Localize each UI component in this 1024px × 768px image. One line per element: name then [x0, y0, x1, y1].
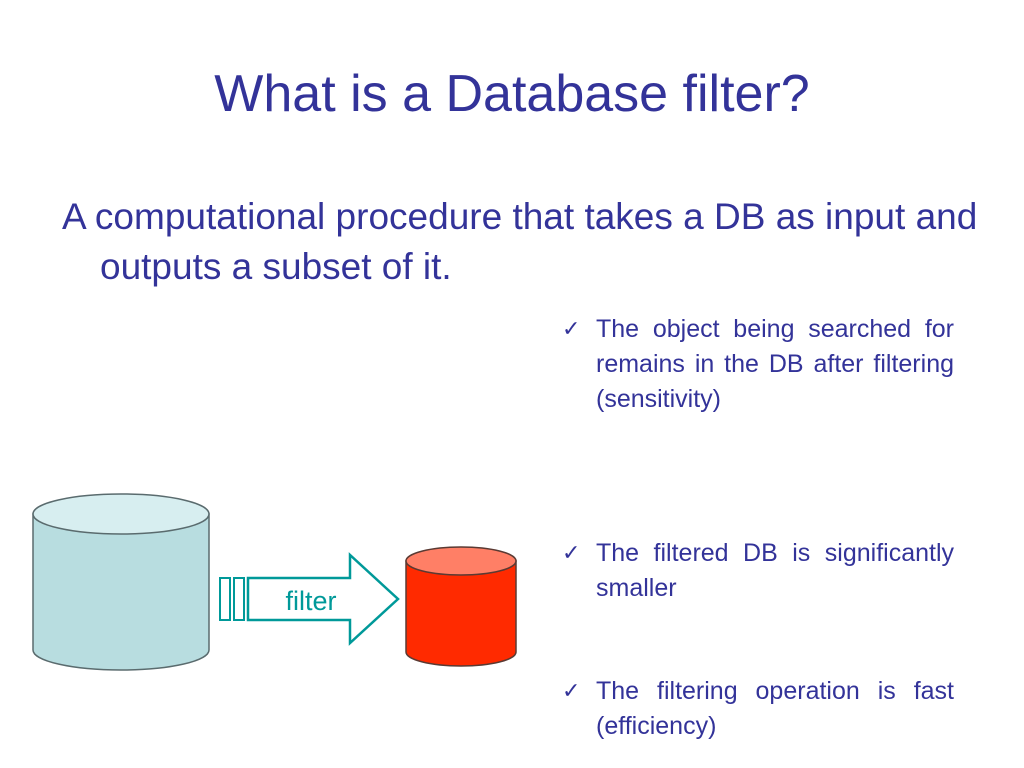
filter-arrow: filter — [219, 552, 400, 646]
slide-title: What is a Database filter? — [214, 65, 810, 123]
bullet-text: The object being searched for remains in… — [596, 315, 954, 413]
filter-label: filter — [285, 586, 336, 616]
bullet-size: ✓ The filtered DB is significantly small… — [562, 536, 954, 606]
bullet-sensitivity: ✓ The object being searched for remains … — [562, 312, 954, 472]
check-icon: ✓ — [562, 317, 581, 342]
check-icon: ✓ — [562, 679, 581, 704]
filtered-database-cylinder — [405, 546, 517, 667]
lead-definition: A computational procedure that takes a D… — [62, 196, 978, 287]
check-icon: ✓ — [562, 541, 581, 566]
bullet-efficiency: ✓ The filtering operation is fast (effic… — [562, 674, 954, 744]
bullet-list: ✓ The object being searched for remains … — [562, 312, 954, 740]
bullet-text: The filtering operation is fast (efficie… — [596, 677, 954, 740]
bullet-text: The filtered DB is significantly smaller — [596, 539, 954, 602]
filter-diagram: filter — [32, 493, 517, 671]
input-database-cylinder — [32, 493, 210, 671]
